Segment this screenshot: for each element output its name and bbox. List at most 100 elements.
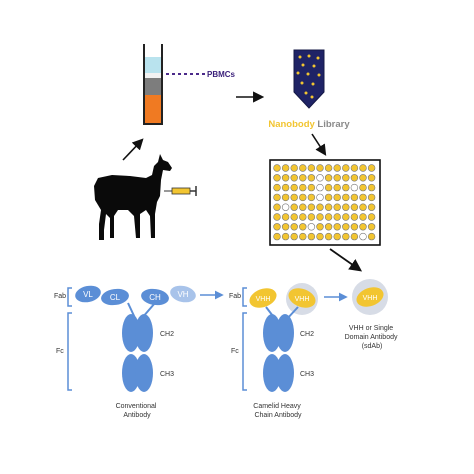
sdab-label: VHH or Single Domain Antibody (sdAb) <box>345 325 400 350</box>
plate-well <box>359 164 367 172</box>
plate-well <box>324 174 333 182</box>
plate-well <box>367 193 376 202</box>
plate-well <box>350 164 359 172</box>
plate-well <box>342 164 350 172</box>
plate-well <box>307 203 316 211</box>
plate-well <box>281 164 290 172</box>
plate-well <box>350 232 359 241</box>
fc-label-middle: Fc <box>231 348 239 355</box>
plate-well <box>290 203 298 211</box>
plate-well <box>307 164 316 172</box>
plate-well <box>316 193 324 202</box>
plate-well <box>299 183 307 192</box>
plate-well <box>299 213 307 221</box>
plate-well <box>367 174 376 182</box>
centrifuge-tube <box>143 44 163 125</box>
vhh-label-right: VHH <box>295 296 310 303</box>
plate-well <box>359 193 367 202</box>
plate-well <box>290 183 298 192</box>
plate-well <box>273 174 281 182</box>
plate-well <box>307 223 316 231</box>
plate-well <box>316 232 324 241</box>
plate-well <box>359 213 367 221</box>
plate-well <box>359 183 367 192</box>
plate-well <box>316 203 324 211</box>
plate-well <box>342 232 350 241</box>
plate-well <box>290 223 298 231</box>
plate-well <box>290 232 298 241</box>
conventional-label: Conventional Antibody <box>116 403 159 419</box>
plate-well <box>350 213 359 221</box>
plate-well <box>350 193 359 202</box>
plate-well <box>273 232 281 241</box>
plate-well <box>273 183 281 192</box>
ch2-label-middle: CH2 <box>300 331 314 338</box>
vhh-label-left: VHH <box>256 296 271 303</box>
cl-label: CL <box>110 293 121 302</box>
plate-well <box>324 213 333 221</box>
plate-well <box>307 213 316 221</box>
fab-fc-brackets-left <box>67 287 72 391</box>
plate-well <box>316 223 324 231</box>
ch2-label-left: CH2 <box>160 331 174 338</box>
plate-well <box>333 203 341 211</box>
plate-well <box>299 193 307 202</box>
plate-well <box>333 193 341 202</box>
plate-well <box>281 174 290 182</box>
plate-well <box>299 174 307 182</box>
plate-well <box>359 223 367 231</box>
camelid-label: Camelid Heavy Chain Antibody <box>253 403 302 419</box>
nanobody-library-tube <box>293 49 325 109</box>
plate-well <box>281 193 290 202</box>
plate-well <box>342 223 350 231</box>
plate-well <box>350 223 359 231</box>
plate-well <box>299 232 307 241</box>
arrow-llama-to-tube <box>122 138 144 161</box>
plate-well <box>333 223 341 231</box>
plate-well <box>273 203 281 211</box>
plate-well <box>359 174 367 182</box>
plate-well <box>324 223 333 231</box>
llama-silhouette-icon <box>94 154 172 240</box>
plate-well <box>290 193 298 202</box>
plate-well <box>324 183 333 192</box>
single-domain-antibody <box>352 279 388 315</box>
plate-well <box>324 203 333 211</box>
fab-label-left: Fab <box>54 293 66 300</box>
fc-label-left: Fc <box>56 348 64 355</box>
ch3-label-left: CH3 <box>160 371 174 378</box>
plate-well <box>350 183 359 192</box>
plate-well <box>367 183 376 192</box>
fab-label-middle: Fab <box>229 293 241 300</box>
plate-well <box>333 164 341 172</box>
plate-well <box>281 232 290 241</box>
conventional-antibody <box>75 285 196 392</box>
plate-well <box>290 174 298 182</box>
plate-well <box>367 213 376 221</box>
nanobody-library-label: Nanobody Library <box>268 119 350 130</box>
plate-well <box>281 213 290 221</box>
ch3-label-middle: CH3 <box>300 371 314 378</box>
plate-well <box>350 174 359 182</box>
plate-well <box>324 164 333 172</box>
plate-well <box>307 183 316 192</box>
plate-well <box>316 213 324 221</box>
plate-well <box>350 203 359 211</box>
plate-well <box>281 203 290 211</box>
plate-well <box>367 203 376 211</box>
arrow-plate-to-sdab <box>329 248 363 272</box>
plate-well <box>273 223 281 231</box>
plate-well <box>273 213 281 221</box>
plate-well <box>333 174 341 182</box>
plate-well <box>367 164 376 172</box>
plate-well <box>316 174 324 182</box>
syringe-icon <box>164 186 197 196</box>
plate-well <box>299 203 307 211</box>
plate-well <box>333 183 341 192</box>
plate-well <box>359 232 367 241</box>
plate-well <box>342 203 350 211</box>
plate-well <box>290 164 298 172</box>
plate-well <box>290 213 298 221</box>
plate-well <box>333 213 341 221</box>
plate-well <box>367 223 376 231</box>
